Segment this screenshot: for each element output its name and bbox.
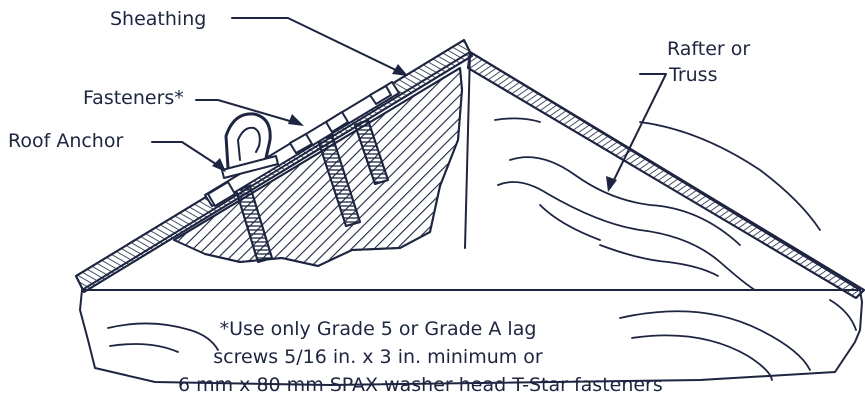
arrowhead-roof-anchor (212, 158, 226, 172)
rafter-label-line2: Truss (669, 64, 718, 86)
rafter-label-line1: Rafter or (667, 38, 751, 60)
fasteners-label: Fasteners* (83, 87, 184, 109)
note-line-3: 6 mm x 80 mm SPAX washer head T-Star fas… (178, 374, 663, 396)
arrowhead-rafter (606, 176, 617, 192)
leader-sheathing (231, 17, 405, 75)
roof-anchor (204, 81, 400, 207)
arrowhead-fasteners (288, 114, 304, 126)
fastener-note: *Use only Grade 5 or Grade A lag screws … (178, 315, 663, 399)
note-line-1: *Use only Grade 5 or Grade A lag (219, 318, 537, 340)
leader-rafter (609, 73, 667, 189)
leader-lines (151, 17, 667, 189)
leader-fasteners (195, 99, 301, 125)
roof-anchor-label: Roof Anchor (8, 130, 124, 152)
right-sheathing-band (467, 51, 865, 299)
note-line-2: screws 5/16 in. x 3 in. minimum or (213, 346, 543, 368)
leader-roof-anchor (151, 141, 223, 169)
wood-grain (107, 117, 857, 381)
arrowhead-sheathing (392, 64, 408, 76)
sheathing-label: Sheathing (110, 8, 207, 30)
